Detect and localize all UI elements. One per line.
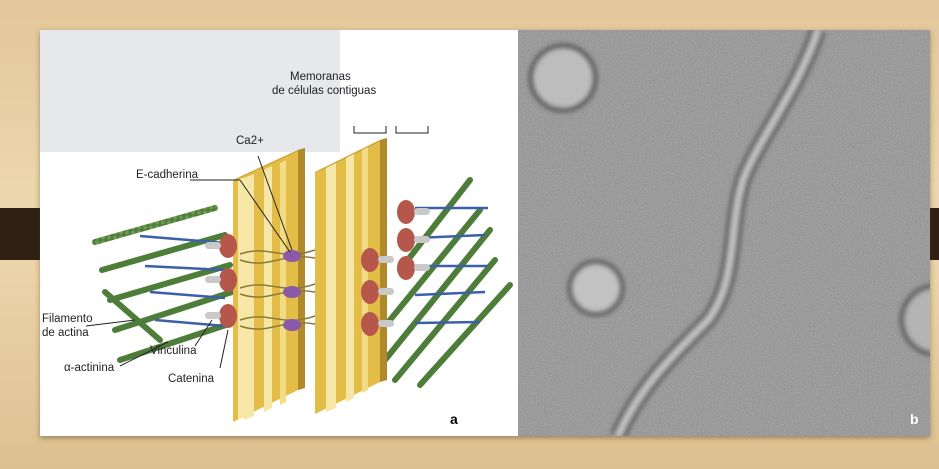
figure-slide: Memoranas de células contiguas Ca2+ E-ca… (40, 30, 930, 436)
left-edge-band (0, 208, 44, 260)
membranes-label-line2: de células contiguas (272, 85, 376, 97)
micrograph-image: b (518, 30, 930, 436)
panel-b-micrograph: b (518, 30, 930, 436)
left-actin-filaments (95, 208, 235, 360)
calcium-label: Ca2+ (236, 135, 264, 147)
adherens-junction-diagram: Memoranas de células contiguas Ca2+ E-ca… (40, 30, 518, 436)
alpha-actinin-label: α-actinina (64, 362, 115, 374)
actin-filament-label-line2: de actina (42, 327, 89, 339)
anchor-proteins-left (205, 234, 237, 328)
cadherin-label: E-cadherina (136, 169, 199, 181)
panel-a-schematic: Memoranas de células contiguas Ca2+ E-ca… (40, 30, 518, 436)
actin-filament-label-line1: Filamento (42, 313, 93, 325)
panel-b-letter: b (910, 411, 919, 427)
vinculin-label: Vinculina (150, 345, 197, 357)
panel-a-letter: a (450, 411, 458, 427)
membranes-label-line1: Memoranas (290, 71, 351, 83)
catenin-label: Catenina (168, 373, 215, 385)
membrane-slab-right (315, 138, 387, 414)
